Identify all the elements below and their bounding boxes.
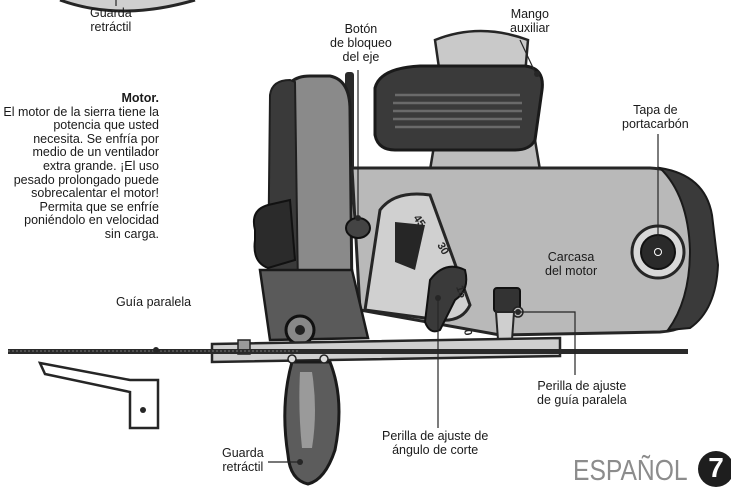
bevel-scale-slots	[395, 222, 425, 270]
footer-language: ESPAÑOL	[573, 455, 688, 487]
motor-title: Motor.	[121, 91, 160, 105]
lower-blade-guard-highlight	[299, 372, 315, 448]
aux-handle-top	[433, 29, 530, 77]
scale-mark-15: 15	[453, 284, 468, 300]
blade-arbor-center	[295, 325, 305, 335]
page-number: 7	[708, 452, 724, 483]
leader-dots	[153, 71, 661, 465]
bevel-scale-numbers: 45 30 15 0	[411, 213, 474, 337]
bracket-hole	[140, 407, 146, 413]
main-handle	[252, 198, 297, 270]
aux-handle-ribs	[393, 93, 522, 129]
fence-knob-post	[494, 311, 516, 341]
label-rip-fence: Guía paralela	[116, 295, 192, 309]
upper-guard-arc	[59, 0, 196, 13]
page-number-badge	[698, 451, 731, 487]
guard-rivet-right	[319, 354, 329, 364]
bevel-knob	[423, 265, 468, 333]
scale-mark-30: 30	[434, 241, 451, 258]
scale-mark-0: 0	[461, 328, 474, 336]
motor-description: Motor. El motor de la sierra tiene la po…	[3, 91, 160, 241]
rip-fence-bracket	[37, 361, 160, 430]
leader-lines	[115, 0, 659, 463]
aux-handle-grip	[373, 64, 544, 152]
guard-rivet-left	[287, 354, 297, 364]
rip-fence-bar	[8, 349, 688, 354]
motor-housing-rear	[657, 166, 720, 332]
scale-mark-45: 45	[411, 213, 428, 230]
